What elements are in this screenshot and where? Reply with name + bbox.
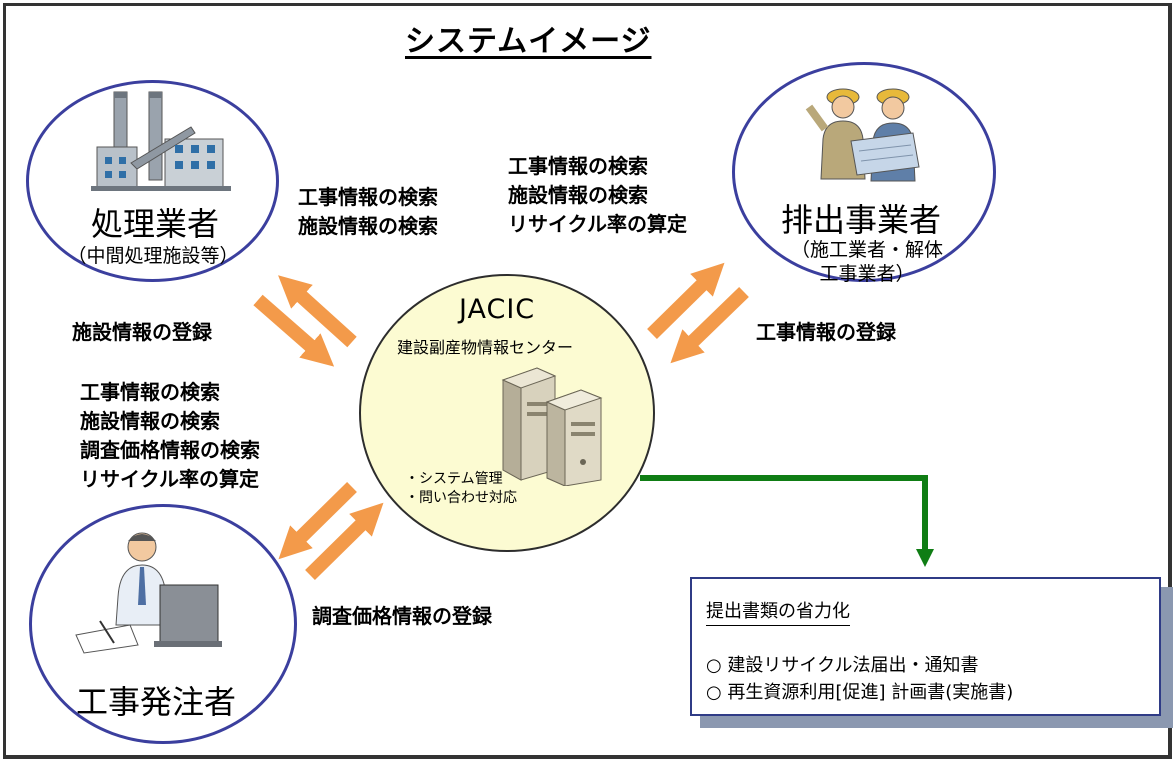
- factory-icon: [91, 91, 231, 191]
- arrow-processor-to-center: [253, 294, 335, 367]
- arrow-center-to-orderer: [278, 482, 357, 560]
- arrow-center-to-processor: [278, 275, 357, 348]
- orderer-search-3: 調査価格情報の検索: [80, 438, 260, 462]
- processor-search-list: 工事情報の検索 施設情報の検索: [298, 183, 438, 241]
- arrow-orderer-to-center: [305, 502, 384, 580]
- connector-center-to-benefit: [640, 475, 934, 567]
- benefit-item-1: ○ 建設リサイクル法届出・通知書: [706, 655, 979, 676]
- benefit-item-2: ○ 再生資源利用[促進] 計画書(実施書): [706, 682, 1014, 703]
- discharger-sub-1: （施工業者・解体: [790, 239, 943, 261]
- discharger-search-1: 工事情報の検索: [508, 154, 648, 178]
- discharger-node: 排出事業者 （施工業者・解体 工事業者）: [732, 62, 996, 285]
- center-name: JACIC: [459, 294, 536, 325]
- orderer-search-list: 工事情報の検索 施設情報の検索 調査価格情報の検索 リサイクル率の算定: [80, 378, 260, 494]
- discharger-search-list: 工事情報の検索 施設情報の検索 リサイクル率の算定: [508, 152, 687, 239]
- orderer-name: 工事発注者: [76, 683, 237, 721]
- benefit-box: 提出書類の省力化 ○ 建設リサイクル法届出・通知書 ○ 再生資源利用[促進] 計…: [690, 577, 1161, 716]
- discharger-name: 排出事業者: [781, 201, 942, 239]
- diagram-title: システムイメージ: [405, 24, 652, 59]
- workers-icon: [805, 88, 920, 182]
- center-note-1: ・システム管理: [405, 471, 503, 487]
- arrow-discharger-to-center: [670, 286, 749, 364]
- orderer-node: 工事発注者: [29, 504, 297, 744]
- center-node: JACIC 建設副産物情報センター ・システム管理 ・問い合わせ対応: [359, 274, 655, 552]
- center-note-2: ・問い合わせ対応: [405, 490, 517, 506]
- discharger-search-3: リサイクル率の算定: [508, 212, 687, 236]
- orderer-register: 調査価格情報の登録: [312, 604, 492, 628]
- orderer-search-4: リサイクル率の算定: [80, 467, 259, 491]
- processor-register: 施設情報の登録: [72, 320, 212, 344]
- discharger-search-2: 施設情報の検索: [508, 183, 648, 207]
- benefit-title: 提出書類の省力化: [706, 597, 850, 626]
- orderer-search-1: 工事情報の検索: [80, 380, 220, 404]
- orderer-search-2: 施設情報の検索: [80, 409, 220, 433]
- center-sub: 建設副産物情報センター: [397, 338, 574, 357]
- discharger-sub-2: 工事業者）: [819, 263, 915, 285]
- processor-name: 処理業者: [91, 205, 220, 243]
- arrow-center-to-discharger: [647, 262, 725, 339]
- diagram-frame: [3, 3, 1172, 759]
- processor-sub: （中間処理施設等）: [67, 245, 239, 267]
- discharger-register: 工事情報の登録: [756, 320, 896, 344]
- office-worker-icon: [75, 532, 222, 654]
- server-icon: [501, 367, 603, 486]
- processor-node: 処理業者 （中間処理施設等）: [26, 80, 279, 282]
- processor-search-2: 施設情報の検索: [298, 214, 438, 238]
- processor-search-1: 工事情報の検索: [298, 185, 438, 209]
